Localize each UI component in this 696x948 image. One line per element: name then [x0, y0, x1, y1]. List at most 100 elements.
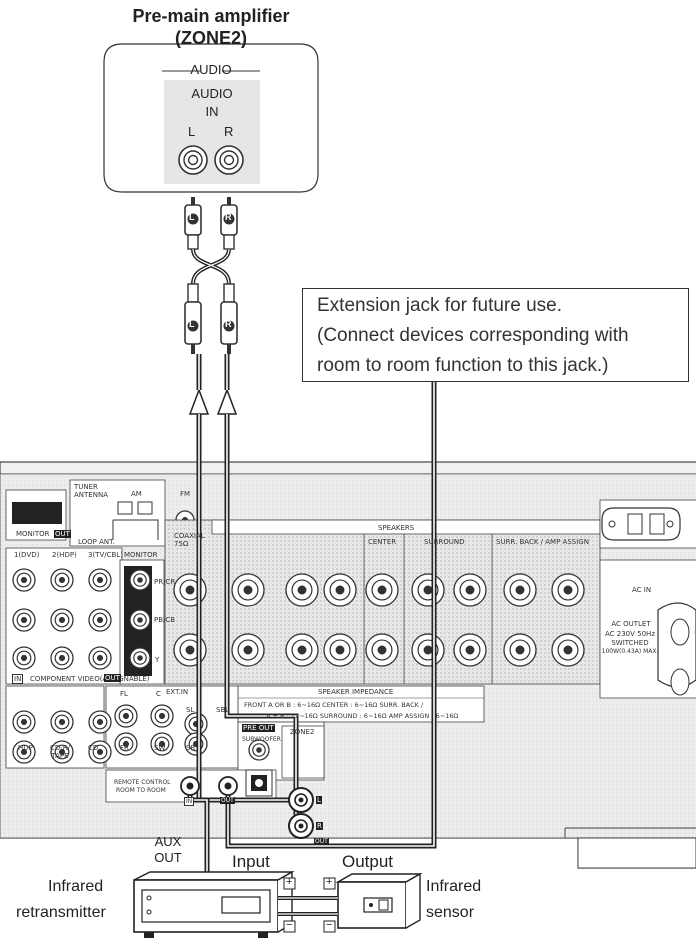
fr-label: FR	[120, 744, 129, 752]
zone2-jack-left	[288, 787, 314, 813]
audio-rca-jack	[12, 710, 36, 734]
speaker-impedance-title: SPEAKER IMPEDANCE	[318, 688, 394, 696]
plug-bottom-l-letter: L	[189, 319, 195, 329]
plug-top-r-letter: R	[225, 212, 232, 222]
speaker-terminal	[453, 573, 487, 607]
minus-sign-2: −	[326, 919, 333, 931]
amp-jack-right	[214, 145, 244, 175]
remote-out-badge: OUT	[220, 797, 235, 804]
monitor-out-jack	[129, 647, 151, 669]
component-video-label: COMPONENT VIDEO(ASSIGNABLE)	[30, 675, 150, 683]
rca-plug-top-right	[220, 197, 238, 250]
monitor-out-badge: OUT	[54, 530, 71, 538]
speaker-terminal	[285, 633, 319, 667]
ac-spec-3: 100W(0.43A) MAX.	[601, 648, 659, 655]
component-jack	[12, 608, 36, 632]
note-line-1: Extension jack for future use.	[317, 295, 563, 316]
ext-in-jack	[150, 732, 174, 756]
output-label: Output	[342, 852, 394, 871]
pb-label: PB/CB	[154, 616, 175, 624]
infrared-retransmitter	[133, 870, 295, 938]
aux-out-label: OUT	[154, 850, 182, 865]
monitor-label: MONITOR	[16, 530, 50, 538]
infrared-sensor	[335, 872, 423, 929]
rca-cable-twist	[191, 248, 231, 285]
speaker-terminal	[365, 573, 399, 607]
center-label: CENTER	[368, 538, 397, 546]
cdr-tape-label: CD-R/ TAPE	[49, 744, 71, 760]
speaker-terminal	[551, 633, 585, 667]
zone2-out-badge: OUT	[314, 838, 329, 845]
impedance-row-2: A + B : 12∼16Ω SURROUND : 6∼16Ω AMP ASSI…	[266, 712, 459, 720]
component-out-badge: OUT	[104, 674, 121, 682]
note-line-2: (Connect devices corresponding with	[317, 325, 629, 346]
retransmitter-label-2: retransmitter	[16, 904, 106, 921]
ext-in-jack	[114, 704, 138, 728]
minus-sign-1: −	[286, 919, 293, 931]
ext-in-jack	[184, 712, 208, 736]
sl-label: SL	[186, 706, 195, 714]
minus-box-2	[323, 920, 336, 933]
ext-in-jack	[114, 732, 138, 756]
speaker-terminal	[453, 633, 487, 667]
signal-arrow-right	[216, 387, 238, 415]
hdp-label: HDP	[18, 744, 33, 752]
retransmitter-label-1: Infrared	[48, 878, 104, 895]
receiver-jacks	[12, 568, 585, 764]
monitor-out-jack	[129, 569, 151, 591]
component-jack	[88, 646, 112, 670]
component-jack	[50, 568, 74, 592]
audio-rca-jack	[88, 740, 112, 764]
amp-right-label: R	[224, 124, 234, 139]
cd-label: CD	[88, 744, 99, 752]
subwoofer-label: SUBWOOFER	[242, 736, 281, 743]
audio-rca-jack	[50, 740, 74, 764]
zone2-r-badge: R	[316, 822, 323, 830]
sbl-label: SBL	[216, 706, 230, 714]
c-label: C	[156, 690, 161, 698]
ext-in-jack	[150, 704, 174, 728]
am-label: AM	[131, 490, 142, 498]
speaker-terminal	[323, 573, 357, 607]
pre-out-badge: PRE OUT	[242, 724, 275, 732]
remote-in-jack	[180, 776, 200, 796]
component-jack	[50, 608, 74, 632]
speaker-terminal	[231, 633, 265, 667]
component-jack	[12, 568, 36, 592]
tuner-antenna-label: TUNER ANTENNA	[74, 483, 108, 499]
impedance-row-1: FRONT A OR B : 6∼16Ω CENTER : 6∼16Ω SURR…	[244, 701, 424, 709]
plus-box-2	[323, 877, 336, 890]
audio-rca-jack	[88, 710, 112, 734]
plus-sign-2: +	[326, 876, 333, 888]
amp-left-label: L	[188, 124, 196, 139]
zone2-label: ZONE2	[290, 728, 315, 736]
ac-spec-1: AC 230V 50Hz	[605, 630, 655, 638]
ac-outlet-label: AC OUTLET	[611, 620, 651, 628]
fl-label: FL	[120, 690, 128, 698]
coaxial-label: COAXIAL 75Ω	[174, 532, 205, 548]
amp-jack-left	[178, 145, 208, 175]
note-line-3: room to room function to this jack.)	[317, 355, 609, 376]
speakers-label: SPEAKERS	[378, 524, 415, 532]
aux-label: AUX	[154, 834, 182, 849]
surround-label: SURROUND	[424, 538, 465, 546]
plus-sign-1: +	[286, 876, 293, 888]
input-label: Input	[232, 852, 270, 871]
loop-ant-label: LOOP ANT.	[78, 538, 115, 546]
tv-label: 3(TV/CBL)	[88, 551, 123, 559]
speaker-terminal	[323, 633, 357, 667]
speaker-terminal	[411, 633, 445, 667]
audio-rca-jack	[50, 710, 74, 734]
speaker-terminal	[411, 573, 445, 607]
hdp-in-label: 2(HDP)	[52, 551, 77, 559]
ac-spec-2: SWITCHED	[611, 639, 649, 647]
pr-label: PR/CR	[154, 578, 175, 586]
monitor-out-jack	[129, 609, 151, 631]
speaker-terminal	[503, 573, 537, 607]
audio-header: AUDIO	[190, 62, 232, 77]
ac-in-label: AC IN	[632, 586, 652, 594]
monitor2-label: MONITOR	[124, 551, 158, 559]
ext-in-label: EXT.IN	[166, 688, 189, 696]
dvd-label: 1(DVD)	[14, 551, 40, 559]
